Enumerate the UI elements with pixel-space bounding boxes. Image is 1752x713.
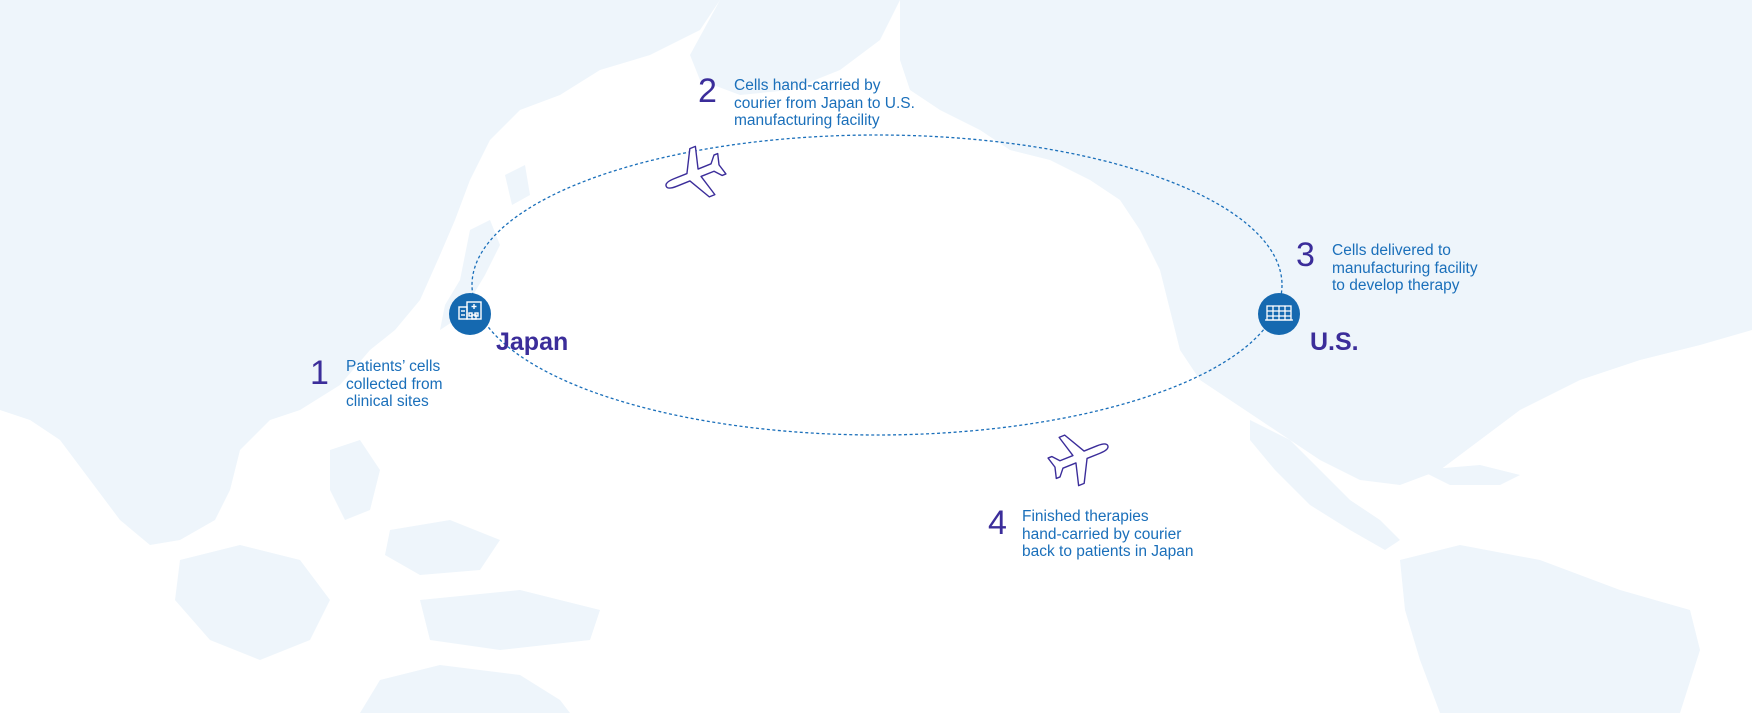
step-2-line: courier from Japan to U.S.: [734, 94, 915, 112]
step-2-line: manufacturing facility: [734, 112, 880, 129]
step-3-line: to develop therapy: [1332, 277, 1460, 294]
step-3-number: 3: [1296, 236, 1315, 274]
step-4-text: Finished therapies hand-carried by couri…: [1022, 508, 1193, 561]
step-1-line: clinical sites: [346, 393, 429, 410]
step-1-line: Patients’ cells: [346, 358, 441, 375]
step-4-number: 4: [988, 504, 1007, 542]
step-4-line: Finished therapies: [1022, 508, 1149, 525]
japan-node-circle: [449, 293, 491, 335]
step-3-line: Cells delivered to: [1332, 242, 1451, 259]
route-loop: [471, 134, 1283, 436]
step-1-number: 1: [310, 354, 329, 392]
us-node: [1258, 293, 1300, 335]
step-2-line: Cells hand-carried by: [734, 77, 881, 94]
hospital-icon: [458, 301, 482, 320]
us-label: U.S.: [1310, 328, 1359, 356]
step-4-line: hand-carried by courier: [1022, 525, 1182, 543]
step-1-line: collected from: [346, 375, 443, 393]
airplane-icon: [1047, 434, 1109, 487]
step-2-number: 2: [698, 72, 717, 110]
step-3-text: Cells delivered to manufacturing facilit…: [1332, 242, 1478, 295]
step-4-line: back to patients in Japan: [1022, 543, 1194, 560]
step-2-text: Cells hand-carried by courier from Japan…: [734, 77, 915, 130]
japan-node: [449, 293, 491, 335]
japan-label: Japan: [496, 328, 569, 356]
step-3-line: manufacturing facility: [1332, 259, 1478, 277]
step-1-text: Patients’ cells collected from clinical …: [346, 358, 442, 411]
airplane-icon: [665, 145, 727, 198]
factory-building-icon: [1265, 305, 1293, 321]
